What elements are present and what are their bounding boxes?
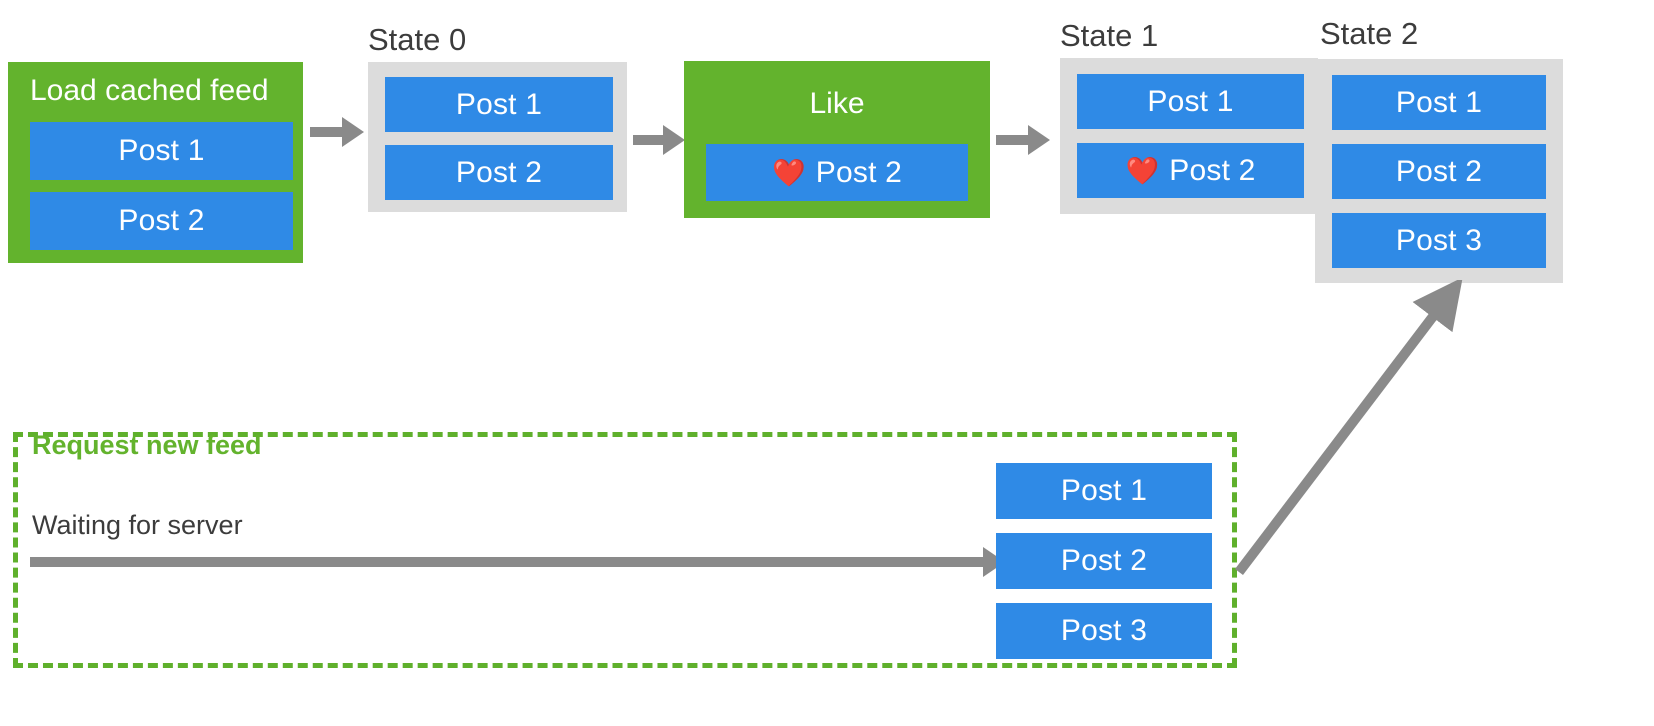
arrow-new-feed-to-state2-icon (1235, 280, 1463, 576)
arrow-like-to-state1-icon (996, 125, 1050, 155)
state-0-box: Post 1 Post 2 (368, 62, 627, 212)
state-2-post-3: Post 3 (1332, 213, 1546, 268)
state-1-post-2: ❤️ Post 2 (1077, 143, 1304, 198)
load-cached-feed-box: Load cached feed Post 1 Post 2 (8, 62, 303, 263)
state-0-post-1: Post 1 (385, 77, 613, 132)
load-cached-feed-post-2: Post 2 (30, 192, 293, 250)
state-2-box: Post 1 Post 2 Post 3 (1315, 59, 1563, 283)
state-2-post-1: Post 1 (1332, 75, 1546, 130)
request-new-feed-post-2: Post 2 (996, 533, 1212, 589)
waiting-for-server-label: Waiting for server (32, 510, 243, 540)
arrow-state0-to-like-icon (633, 125, 685, 155)
heart-icon: ❤️ (1125, 156, 1160, 186)
state-2-post-2: Post 2 (1332, 144, 1546, 199)
like-action-title: Like (809, 87, 865, 120)
request-new-feed-post-3: Post 3 (996, 603, 1212, 659)
state-1-box: Post 1 ❤️ Post 2 (1060, 58, 1318, 214)
post-label: Post 3 (1395, 223, 1483, 257)
post-label: Post 2 (1395, 154, 1483, 188)
post-label: Post 2 (455, 155, 543, 189)
state-1-label: State 1 (1060, 18, 1159, 53)
post-label: Post 3 (1060, 614, 1148, 647)
post-label: Post 2 (815, 155, 903, 189)
state-1-post-1: Post 1 (1077, 74, 1304, 129)
like-action-box: Like ❤️ Post 2 (684, 61, 990, 218)
post-label: Post 1 (118, 134, 205, 167)
load-cached-feed-title: Load cached feed (30, 74, 269, 107)
post-label: Post 1 (455, 87, 543, 121)
load-cached-feed-post-1: Post 1 (30, 122, 293, 180)
post-label: Post 1 (1060, 474, 1148, 507)
post-label: Post 2 (1060, 544, 1148, 577)
arrow-load-to-state0-icon (310, 117, 364, 147)
state-0-post-2: Post 2 (385, 145, 613, 200)
request-new-feed-post-1: Post 1 (996, 463, 1212, 519)
post-label: Post 2 (1169, 153, 1256, 187)
request-new-feed-box (13, 432, 1237, 668)
like-action-post-2: ❤️ Post 2 (706, 144, 968, 201)
state-2-label: State 2 (1320, 16, 1419, 51)
arrow-waiting-to-new-feed-icon (30, 547, 1005, 577)
post-label: Post 2 (118, 204, 205, 237)
request-new-feed-title: Request new feed (32, 430, 262, 460)
heart-icon: ❤️ (771, 158, 806, 188)
post-label: Post 1 (1147, 84, 1234, 118)
state-0-label: State 0 (368, 22, 467, 57)
post-label: Post 1 (1395, 85, 1483, 119)
